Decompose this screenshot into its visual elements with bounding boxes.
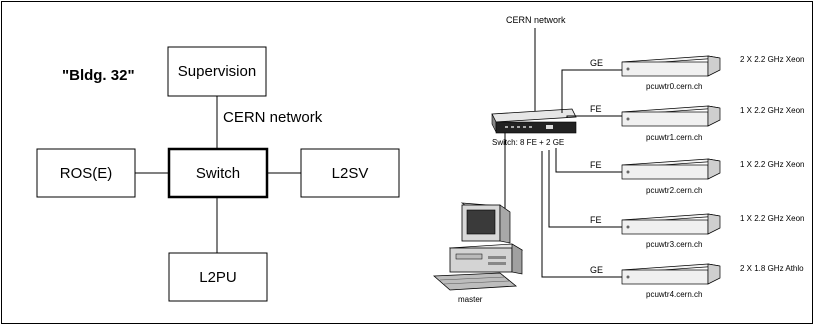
building-label: "Bldg. 32"	[62, 67, 135, 84]
link-node2	[555, 148, 622, 173]
switch-label: Switch	[195, 164, 241, 182]
master-caption: master	[458, 295, 483, 304]
link-node4	[541, 151, 622, 278]
cpu-label-0: 2 X 2.2 GHz Xeon	[740, 55, 805, 64]
l2sv-label: L2SV	[331, 164, 369, 182]
l2pu-box	[168, 252, 268, 302]
cpu-label-4: 2 X 1.8 GHz Athlo	[740, 264, 804, 273]
link-label-1: FE	[590, 104, 602, 114]
cern-network-label: CERN network	[223, 109, 323, 126]
cpu-label-2: 1 X 2.2 GHz Xeon	[740, 160, 805, 169]
server-icon-1	[621, 105, 721, 127]
link-label-4: GE	[590, 265, 604, 275]
cpu-label-1: 1 X 2.2 GHz Xeon	[740, 106, 805, 115]
supervision-label: Supervision	[177, 63, 257, 80]
server-icon-0	[621, 55, 721, 77]
host-label-4: pcuwtr4.cern.ch	[646, 290, 703, 299]
link-node0	[561, 69, 622, 113]
host-label-0: pcuwtr0.cern.ch	[646, 82, 703, 91]
server-icon-4	[621, 263, 721, 285]
master-workstation-icon	[432, 202, 524, 291]
link-node3	[548, 150, 622, 228]
switch-caption: Switch: 8 FE + 2 GE	[492, 138, 565, 147]
server-icon-2	[621, 158, 721, 180]
host-label-1: pcuwtr1.cern.ch	[646, 133, 703, 142]
link-label-0: GE	[590, 58, 604, 68]
link-label-2: FE	[590, 160, 602, 170]
right-cern-network-label: CERN network	[506, 15, 566, 25]
network-switch-icon	[491, 108, 577, 134]
host-label-3: pcuwtr3.cern.ch	[646, 240, 703, 249]
l2pu-label: L2PU	[199, 268, 237, 286]
server-icon-3	[621, 213, 721, 235]
cpu-label-3: 1 X 2.2 GHz Xeon	[740, 214, 805, 223]
link-node1	[566, 115, 622, 118]
link-label-3: FE	[590, 215, 602, 225]
ros-box	[36, 148, 136, 198]
ros-label: ROS(E)	[59, 164, 113, 182]
host-label-2: pcuwtr2.cern.ch	[646, 186, 703, 195]
